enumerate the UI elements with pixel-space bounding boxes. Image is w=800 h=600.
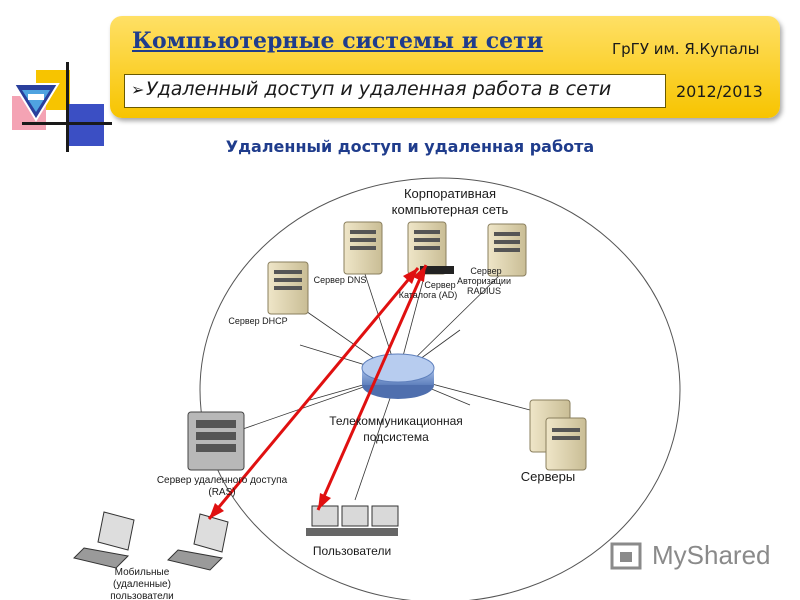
catalog-server-icon: [407, 221, 454, 275]
auth-server-label: RADIUS: [467, 286, 501, 296]
arrow-bullet-icon: ➢: [131, 80, 145, 99]
decor-square-blue: [66, 104, 104, 146]
watermark-text: MyShared: [652, 540, 771, 570]
corporate-network-label: Корпоративная: [404, 186, 496, 201]
telecom-hub-icon: [361, 353, 435, 399]
servers-group-icon: [529, 399, 587, 471]
users-workstations-icon: [306, 505, 399, 536]
catalog-server-label: Каталога (AD): [399, 290, 458, 300]
dhcp-server-icon: [267, 261, 309, 315]
university-logo: [12, 83, 60, 122]
dns-server-icon: [343, 221, 383, 275]
topic-box: [124, 74, 666, 108]
auth-server-icon: [487, 223, 527, 277]
course-title: Компьютерные системы и сети: [132, 28, 544, 54]
university-name: ГрГУ им. Я.Купалы: [612, 40, 760, 58]
dns-server-label: Сервер DNS: [314, 275, 367, 285]
corporate-network-label: компьютерная сеть: [392, 202, 509, 217]
telecom-subsystem-label: Телекоммуникационная: [329, 414, 463, 428]
auth-server-label: Сервер: [470, 266, 501, 276]
ras-server-label: (RAS): [208, 487, 235, 498]
auth-server-label: Авторизации: [457, 276, 511, 286]
dhcp-server-label: Сервер DHCP: [228, 316, 287, 326]
decor-horizontal-line: [22, 122, 112, 125]
academic-year: 2012/2013: [676, 82, 763, 101]
slide-heading: Удаленный доступ и удаленная работа: [225, 137, 595, 156]
mobile-laptop-icon: [167, 513, 229, 571]
users-label: Пользователи: [313, 544, 391, 558]
ras-server-icon: [187, 411, 245, 471]
mobile-users-label: пользователи: [110, 591, 174, 600]
decor-vertical-line: [66, 62, 69, 152]
servers-label: Серверы: [521, 469, 575, 484]
mobile-laptop-icon: [73, 511, 135, 569]
ras-server-label: Сервер удаленного доступа: [157, 475, 288, 486]
mobile-users-label: Мобильные: [115, 566, 170, 578]
mobile-users-label: (удаленные): [113, 579, 171, 590]
remote-access-arrows: [207, 264, 428, 520]
telecom-subsystem-label: подсистема: [363, 430, 429, 444]
topic-title: Удаленный доступ и удаленная работа в се…: [146, 78, 612, 100]
watermark-logo-icon: [610, 542, 642, 570]
corporate-network-boundary: [199, 177, 681, 600]
catalog-server-label: Сервер: [424, 280, 455, 290]
